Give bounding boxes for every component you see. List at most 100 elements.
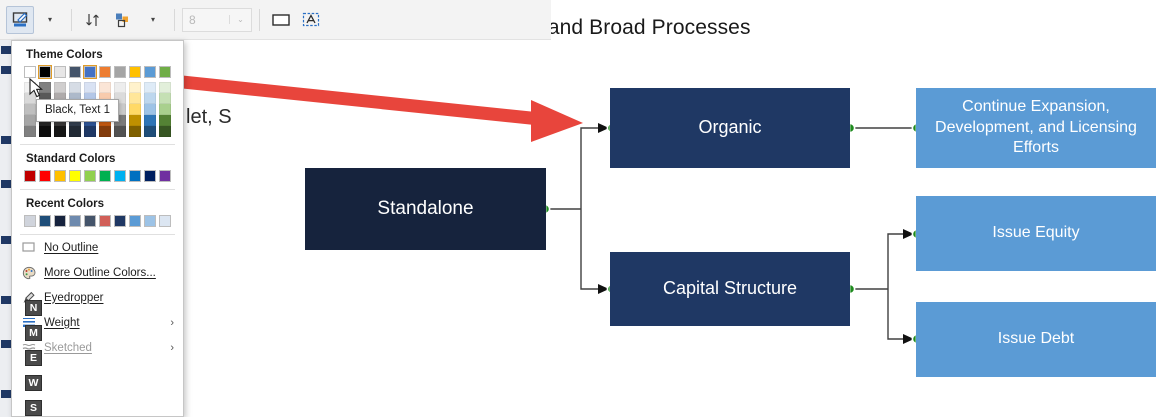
standard-color-swatch-7[interactable]	[129, 170, 141, 182]
theme-color-swatch-1[interactable]	[38, 65, 52, 79]
text-box-icon	[302, 12, 320, 27]
theme-tint-swatch-0-1[interactable]	[24, 93, 36, 104]
theme-tint-column-8[interactable]	[144, 82, 156, 137]
theme-tint-swatch-4-4[interactable]	[84, 126, 96, 137]
theme-tint-swatch-2-0[interactable]	[54, 82, 66, 93]
theme-tint-swatch-0-3[interactable]	[24, 115, 36, 126]
slide-thumbnail[interactable]	[1, 340, 12, 348]
standard-color-swatch-1[interactable]	[39, 170, 51, 182]
diagram-node-capital-structure[interactable]: Capital Structure	[609, 251, 851, 327]
theme-tint-swatch-5-0[interactable]	[99, 82, 111, 93]
theme-tint-column-9[interactable]	[159, 82, 171, 137]
slide-thumbnail[interactable]	[1, 136, 12, 144]
pen-outline-icon	[12, 12, 27, 27]
theme-tint-swatch-0-4[interactable]	[24, 126, 36, 137]
line-weight-spinner[interactable]: 8 ⌄	[182, 7, 252, 32]
theme-tint-swatch-9-4[interactable]	[159, 126, 171, 137]
theme-color-swatch-3[interactable]	[69, 66, 81, 78]
slide-thumbnail[interactable]	[1, 180, 12, 188]
standard-colors-swatch-row[interactable]	[12, 170, 183, 182]
theme-tint-swatch-6-1[interactable]	[114, 93, 126, 104]
theme-tint-swatch-8-1[interactable]	[144, 93, 156, 104]
recent-color-swatch-9[interactable]	[159, 215, 171, 227]
theme-tint-swatch-6-4[interactable]	[114, 126, 126, 137]
diagram-node-issue-debt[interactable]: Issue Debt	[915, 301, 1157, 378]
theme-tint-swatch-7-2[interactable]	[129, 104, 141, 115]
theme-tint-column-7[interactable]	[129, 82, 141, 137]
recent-color-swatch-7[interactable]	[129, 215, 141, 227]
theme-color-swatch-7[interactable]	[129, 66, 141, 78]
standard-color-swatch-5[interactable]	[99, 170, 111, 182]
standard-color-swatch-6[interactable]	[114, 170, 126, 182]
theme-tint-swatch-6-0[interactable]	[114, 82, 126, 93]
recent-color-swatch-0[interactable]	[24, 215, 36, 227]
slide-thumbnail[interactable]	[1, 296, 12, 304]
theme-color-swatch-4[interactable]	[83, 65, 97, 79]
slide-thumbnail[interactable]	[1, 390, 12, 398]
shape-outline-button[interactable]	[6, 5, 34, 34]
diagram-node-continue-expansion[interactable]: Continue Expansion, Development, and Lic…	[915, 87, 1157, 169]
submenu-chevron-icon: ›	[170, 341, 174, 354]
sort-button[interactable]	[79, 6, 107, 34]
recent-color-swatch-3[interactable]	[69, 215, 81, 227]
arrange-button[interactable]	[109, 6, 137, 34]
theme-color-swatch-0[interactable]	[24, 66, 36, 78]
recent-color-swatch-2[interactable]	[54, 215, 66, 227]
standard-color-swatch-4[interactable]	[84, 170, 96, 182]
recent-color-swatch-8[interactable]	[144, 215, 156, 227]
standard-color-swatch-8[interactable]	[144, 170, 156, 182]
standard-color-swatch-2[interactable]	[54, 170, 66, 182]
standard-color-swatch-3[interactable]	[69, 170, 81, 182]
theme-tint-swatch-9-3[interactable]	[159, 115, 171, 126]
menu-item-sketched[interactable]: Sketched ›	[12, 335, 183, 360]
theme-tint-swatch-7-4[interactable]	[129, 126, 141, 137]
slide-thumbnail[interactable]	[1, 236, 12, 244]
standard-color-swatch-0[interactable]	[24, 170, 36, 182]
recent-colors-swatch-row[interactable]	[12, 215, 183, 227]
theme-tint-swatch-1-4[interactable]	[39, 126, 51, 137]
slide-thumbnail[interactable]	[1, 66, 12, 74]
menu-item-more-outline-colors[interactable]: More Outline Colors...	[12, 260, 183, 285]
slide-thumbnail[interactable]	[1, 46, 12, 54]
recent-color-swatch-4[interactable]	[84, 215, 96, 227]
recent-color-swatch-1[interactable]	[39, 215, 51, 227]
theme-tint-swatch-8-3[interactable]	[144, 115, 156, 126]
arrange-dropdown[interactable]: ▾	[139, 6, 167, 34]
chevron-down-icon[interactable]: ⌄	[229, 15, 251, 24]
theme-tint-swatch-3-4[interactable]	[69, 126, 81, 137]
menu-item-no-outline[interactable]: No Outline	[12, 235, 183, 260]
theme-tint-swatch-7-1[interactable]	[129, 93, 141, 104]
theme-color-swatch-5[interactable]	[99, 66, 111, 78]
theme-tint-swatch-8-2[interactable]	[144, 104, 156, 115]
theme-tint-swatch-9-0[interactable]	[159, 82, 171, 93]
theme-tint-swatch-3-0[interactable]	[69, 82, 81, 93]
theme-tint-swatch-9-1[interactable]	[159, 93, 171, 104]
rectangle-shape-button[interactable]	[267, 6, 295, 34]
theme-tint-swatch-8-0[interactable]	[144, 82, 156, 93]
theme-colors-swatch-row[interactable]	[12, 65, 183, 79]
recent-color-swatch-6[interactable]	[114, 215, 126, 227]
keytip-weight: W	[25, 375, 42, 391]
theme-tint-swatch-9-2[interactable]	[159, 104, 171, 115]
diagram-node-issue-equity[interactable]: Issue Equity	[915, 195, 1157, 272]
theme-tint-swatch-8-4[interactable]	[144, 126, 156, 137]
theme-tint-swatch-4-0[interactable]	[84, 82, 96, 93]
theme-tint-swatch-7-0[interactable]	[129, 82, 141, 93]
theme-color-swatch-9[interactable]	[159, 66, 171, 78]
theme-color-swatch-6[interactable]	[114, 66, 126, 78]
diagram-node-standalone[interactable]: Standalone	[304, 167, 547, 251]
theme-tint-swatch-5-4[interactable]	[99, 126, 111, 137]
theme-tint-column-6[interactable]	[114, 82, 126, 137]
recent-color-swatch-5[interactable]	[99, 215, 111, 227]
menu-item-eyedropper[interactable]: Eyedropper	[12, 285, 183, 310]
shape-outline-dropdown[interactable]: ▾	[36, 6, 64, 34]
theme-color-swatch-8[interactable]	[144, 66, 156, 78]
text-box-shape-button[interactable]	[297, 6, 325, 34]
theme-colors-heading: Theme Colors	[26, 49, 103, 61]
theme-tint-swatch-7-3[interactable]	[129, 115, 141, 126]
theme-tint-swatch-0-2[interactable]	[24, 104, 36, 115]
standard-color-swatch-9[interactable]	[159, 170, 171, 182]
theme-color-swatch-2[interactable]	[54, 66, 66, 78]
diagram-node-organic[interactable]: Organic	[609, 87, 851, 169]
theme-tint-swatch-2-4[interactable]	[54, 126, 66, 137]
